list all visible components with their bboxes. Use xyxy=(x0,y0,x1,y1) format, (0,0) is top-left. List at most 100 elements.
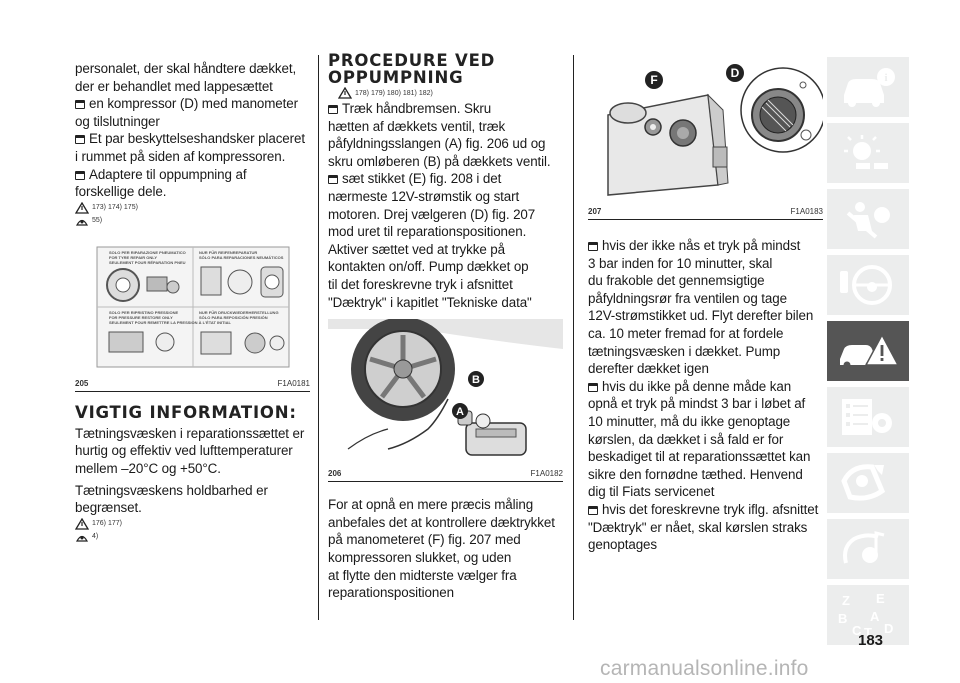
index-letter: D xyxy=(884,621,893,636)
label-text: SÓLO PARA REPARACIONES NEUMÁTICOS xyxy=(199,255,284,260)
airbag-safety-icon xyxy=(846,202,890,239)
label-text: NUR FÜR REIFENREPARATUR xyxy=(199,250,257,255)
callout-d-marker xyxy=(726,64,744,82)
index-letter: C xyxy=(852,623,862,637)
bullet-item: hvis du ikke på denne måde kan xyxy=(588,378,823,396)
bullet-text: og tilslutninger xyxy=(75,113,160,129)
caution-ref: 4) xyxy=(75,531,310,543)
compressor-manometer-illustration: F D xyxy=(607,64,826,196)
callout-a-marker xyxy=(452,403,468,420)
tab-emergency[interactable] xyxy=(827,321,909,381)
bullet-text: hætten af dækkets ventil, træk xyxy=(328,118,506,134)
bullet-text: påfyldningsrør fra ventilen og tage xyxy=(588,290,787,306)
bullet-icon xyxy=(588,382,598,392)
label-text: FOR TYRE REPAIR ONLY xyxy=(109,255,157,260)
figure-number: 207 xyxy=(588,207,602,216)
paragraph-line: anbefales det at kontrollere dæktrykket xyxy=(328,514,555,530)
bullet-item: Adaptere til oppumpning af xyxy=(75,166,310,184)
figure-code: F1A0181 xyxy=(277,378,310,388)
bullet-text: dig til Fiats servicenet xyxy=(588,484,715,500)
tab-car-info[interactable]: i xyxy=(827,57,909,117)
tab-driving[interactable] xyxy=(827,255,909,315)
bullet-text: påfyldningsslangen (A) fig. 206 ud og xyxy=(328,136,546,152)
bullet-text: motoren. Drej vælgeren (D) fig. 207 xyxy=(328,206,536,222)
label-text: NUR FÜR DRUCKWIEDERHERSTELLUNG xyxy=(199,310,279,315)
bullet-icon xyxy=(588,505,598,515)
bullet-text: mod uret til reparationspositionen. xyxy=(328,224,527,240)
caution-icon xyxy=(75,219,89,226)
bullet-text: nærmeste 12V-strømstik og start xyxy=(328,188,520,204)
column-3: F D 207 F1A0183 hvis der ikke nås et try… xyxy=(588,0,826,554)
figure-caption: 207 F1A0183 xyxy=(588,207,823,220)
bullet-item: Et par beskyttelseshandsker placeret xyxy=(75,130,310,148)
bullet-text: 10 minutter, må du ikke genoptage xyxy=(588,413,791,429)
bullet-icon xyxy=(588,242,598,251)
index-letter: A xyxy=(870,609,880,624)
svg-text:i: i xyxy=(884,72,887,84)
bullet-text: kontakten on/off. Pump dækket op xyxy=(328,259,529,275)
tab-safety[interactable] xyxy=(827,189,909,249)
tab-technical-data[interactable] xyxy=(827,453,909,513)
bullet-text: 3 bar inden for 10 minutter, skal xyxy=(588,255,773,271)
callout-b-label: B xyxy=(472,374,480,386)
index-letter: T xyxy=(864,625,872,637)
bullet-text: Aktiver sættet ved at trykke på xyxy=(328,241,506,257)
column-divider xyxy=(573,55,574,620)
figure-number: 206 xyxy=(328,469,342,479)
figure-206: B A xyxy=(328,317,563,468)
bullet-text: i rummet på siden af kompressoren. xyxy=(75,148,286,164)
figure-205: SOLO PER RIPARAZIONE PNEUMATICO FOR TYRE… xyxy=(75,236,310,377)
bullet-text: til det foreskrevne tryk i afsnittet xyxy=(328,276,513,292)
bullet-item: Træk håndbremsen. Skru xyxy=(328,100,563,118)
chapter-sidebar: i xyxy=(827,57,909,651)
label-text: SÓLO PARA REPOSICIÓN PRESIÓN xyxy=(199,315,268,320)
tab-dashboard-lights[interactable] xyxy=(827,123,909,183)
paragraph-line: mellem –20°C og +50°C. xyxy=(75,460,221,476)
bullet-text: "Dæktryk" er nået, skal kørslen straks xyxy=(588,519,808,535)
paragraph-line: hurtig og effektiv ved lufttemperaturer xyxy=(75,443,293,459)
index-letter: E xyxy=(876,593,885,606)
paragraph-line: Tætningsvæsken i reparationssættet er xyxy=(75,425,305,441)
tab-index[interactable]: Z E B A C T D xyxy=(827,585,909,645)
column-1: personalet, der skal håndtere dækket, de… xyxy=(75,0,310,544)
bullet-text: skru omløberen (B) på dækkets ventil. xyxy=(328,153,551,169)
maintenance-icon xyxy=(842,399,892,435)
bullet-icon xyxy=(75,135,85,145)
bullet-text: tætningsvæsken i dækket. Pump xyxy=(588,343,781,359)
bullet-icon xyxy=(328,175,338,185)
caution-ref: 55) xyxy=(75,215,310,227)
warning-ref: 173) 174) 175) xyxy=(75,201,310,214)
callout-d-label: D xyxy=(731,66,740,80)
bullet-item: hvis der ikke nås et tryk på mindst xyxy=(588,237,823,255)
figure-number: 205 xyxy=(75,378,89,388)
warning-icon xyxy=(75,201,89,214)
paragraph-line: For at opnå en mere præcis måling xyxy=(328,497,534,513)
technical-data-icon xyxy=(841,464,886,501)
tab-multimedia[interactable] xyxy=(827,519,909,579)
label-text: SEULEMENT POUR REMETTRE LA PRESSION À L'… xyxy=(109,320,232,325)
figure-caption: 206 F1A0182 xyxy=(328,469,563,483)
bullet-text: beskadiget til at reparationssættet kan xyxy=(588,449,811,465)
tab-maintenance[interactable] xyxy=(827,387,909,447)
bullet-text: derefter dækket igen xyxy=(588,361,709,377)
bullet-icon xyxy=(75,100,85,110)
multimedia-icon xyxy=(843,531,885,564)
bullet-icon xyxy=(328,105,338,114)
bullet-text: genoptages xyxy=(588,537,657,553)
intro-line: der er behandlet med lappesættet xyxy=(75,78,273,94)
compressor-tyre-illustration: B A xyxy=(328,317,563,456)
index-icon: Z E B A C T D xyxy=(838,593,893,637)
figure-207: F D xyxy=(588,55,826,205)
section-heading: VIGTIG INFORMATION: xyxy=(75,402,297,422)
figure-caption: 205 F1A0181 xyxy=(75,379,310,392)
emergency-car-icon xyxy=(840,333,898,369)
bullet-text: opnå et tryk på mindst 3 bar i løbet af xyxy=(588,396,806,412)
bullet-text: 12V-strømstikket ud. Flyt derefter bilen xyxy=(588,308,814,324)
repair-kit-label-illustration: SOLO PER RIPARAZIONE PNEUMATICO FOR TYRE… xyxy=(96,246,290,368)
callout-f-marker xyxy=(645,71,663,89)
column-divider xyxy=(318,55,319,620)
bullet-text: "Dæktryk" i kapitlet "Tekniske data" xyxy=(328,294,532,310)
paragraph-line: Tætningsvæskens holdbarhed er xyxy=(75,482,268,498)
label-text: SOLO PER RIPARAZIONE PNEUMATICO xyxy=(109,250,186,255)
